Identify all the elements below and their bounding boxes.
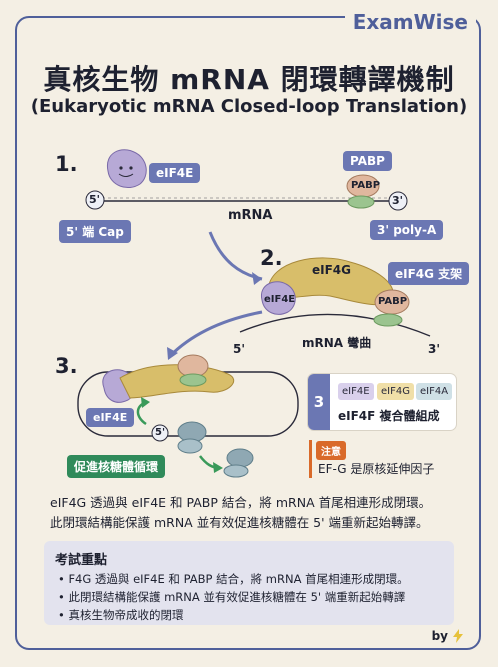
arrow-step2-to-step3: [168, 310, 263, 358]
step-3-number: 3.: [55, 354, 78, 378]
five-prime-label-2: 5': [233, 342, 246, 356]
mrna-strand-2: [239, 313, 431, 337]
step-2-number: 2.: [260, 246, 283, 270]
mrna-label: mRNA: [228, 208, 273, 223]
note-text: EF-G 是原核延伸因子: [318, 462, 435, 476]
eif4e-protein: [106, 149, 147, 188]
eif4g-scaffold-label: eIF4G 支架: [388, 262, 470, 285]
five-cap-marker: [85, 190, 105, 210]
three-prime-label: 3': [392, 194, 404, 207]
ribosome-recycling-label: 促進核糖體循環: [67, 455, 166, 478]
polya-label: 3' poly-A: [370, 220, 444, 240]
description-line-2: 此閉環結構能保護 mRNA 並有效促進核糖體在 5' 端重新起始轉譯。: [50, 515, 429, 530]
page-frame: [15, 16, 481, 650]
note-tag: 注意: [316, 441, 346, 460]
byline: by: [431, 629, 448, 643]
polya-tail-2: [373, 313, 403, 327]
description-line-1: eIF4G 透過與 eIF4E 和 PABP 結合，將 mRNA 首尾相連形成閉…: [50, 495, 432, 510]
page-subtitle: (Eukaryotic mRNA Closed-loop Translation…: [30, 96, 468, 117]
three-end-marker: [388, 191, 408, 211]
exam-item: • 真核生物帝成收的閉環: [58, 608, 184, 622]
polya-tail: [347, 195, 375, 209]
three-prime-label-2: 3': [428, 342, 441, 356]
pabp-label-2: PABP: [378, 296, 408, 307]
pill-eif4a: eIF4A: [416, 383, 453, 400]
exam-item: • 此閉環結構能保護 mRNA 並有效促進核糖體在 5' 端重新起始轉譯: [58, 590, 406, 604]
page-title: 真核生物 mRNA 閉環轉譯機制: [43, 63, 455, 96]
step-1-number: 1.: [55, 152, 78, 176]
ribosome-released-small: [223, 464, 249, 478]
pabp-blob-label: PABP: [351, 180, 381, 191]
pill-eif4g: eIF4G: [377, 383, 414, 400]
lightning-icon: [453, 629, 463, 643]
ribosome-released-large: [226, 448, 254, 468]
eif4g-loop: [119, 364, 235, 399]
ribosome-small: [177, 438, 203, 454]
five-cap-loop: [151, 424, 169, 442]
pill-eif4e: eIF4E: [338, 383, 374, 400]
eif4e-label: eIF4E: [149, 163, 201, 183]
polya-loop: [179, 373, 207, 387]
eif4e-protein-2: [260, 281, 296, 315]
eif4f-complex-card: 3 eIF4E eIF4G eIF4A eIF4F 複合體組成: [308, 374, 456, 430]
eif4g-label: eIF4G: [312, 263, 351, 277]
arrow-step1-to-step2: [208, 231, 263, 281]
eif4e-loop-label: eIF4E: [86, 408, 135, 427]
exam-title: 考試重點: [55, 553, 108, 568]
card-number: 3: [308, 374, 330, 430]
cap-label: 5' 端 Cap: [59, 220, 131, 243]
brand-logo: ExamWise: [344, 10, 476, 34]
five-prime-loop-label: 5': [155, 427, 166, 438]
exam-points-box: 考試重點 • F4G 透過與 eIF4E 和 PABP 結合，將 mRNA 首尾…: [44, 541, 454, 625]
note-bar: [309, 440, 312, 478]
pabp-label: PABP: [343, 151, 392, 171]
exam-item: • F4G 透過與 eIF4E 和 PABP 結合，將 mRNA 首尾相連形成閉…: [58, 572, 409, 586]
mrna-bend-label: mRNA 彎曲: [302, 336, 372, 350]
card-caption: eIF4F 複合體組成: [338, 409, 440, 423]
five-prime-label: 5': [89, 193, 101, 206]
eif4e-label-2: eIF4E: [264, 294, 296, 305]
